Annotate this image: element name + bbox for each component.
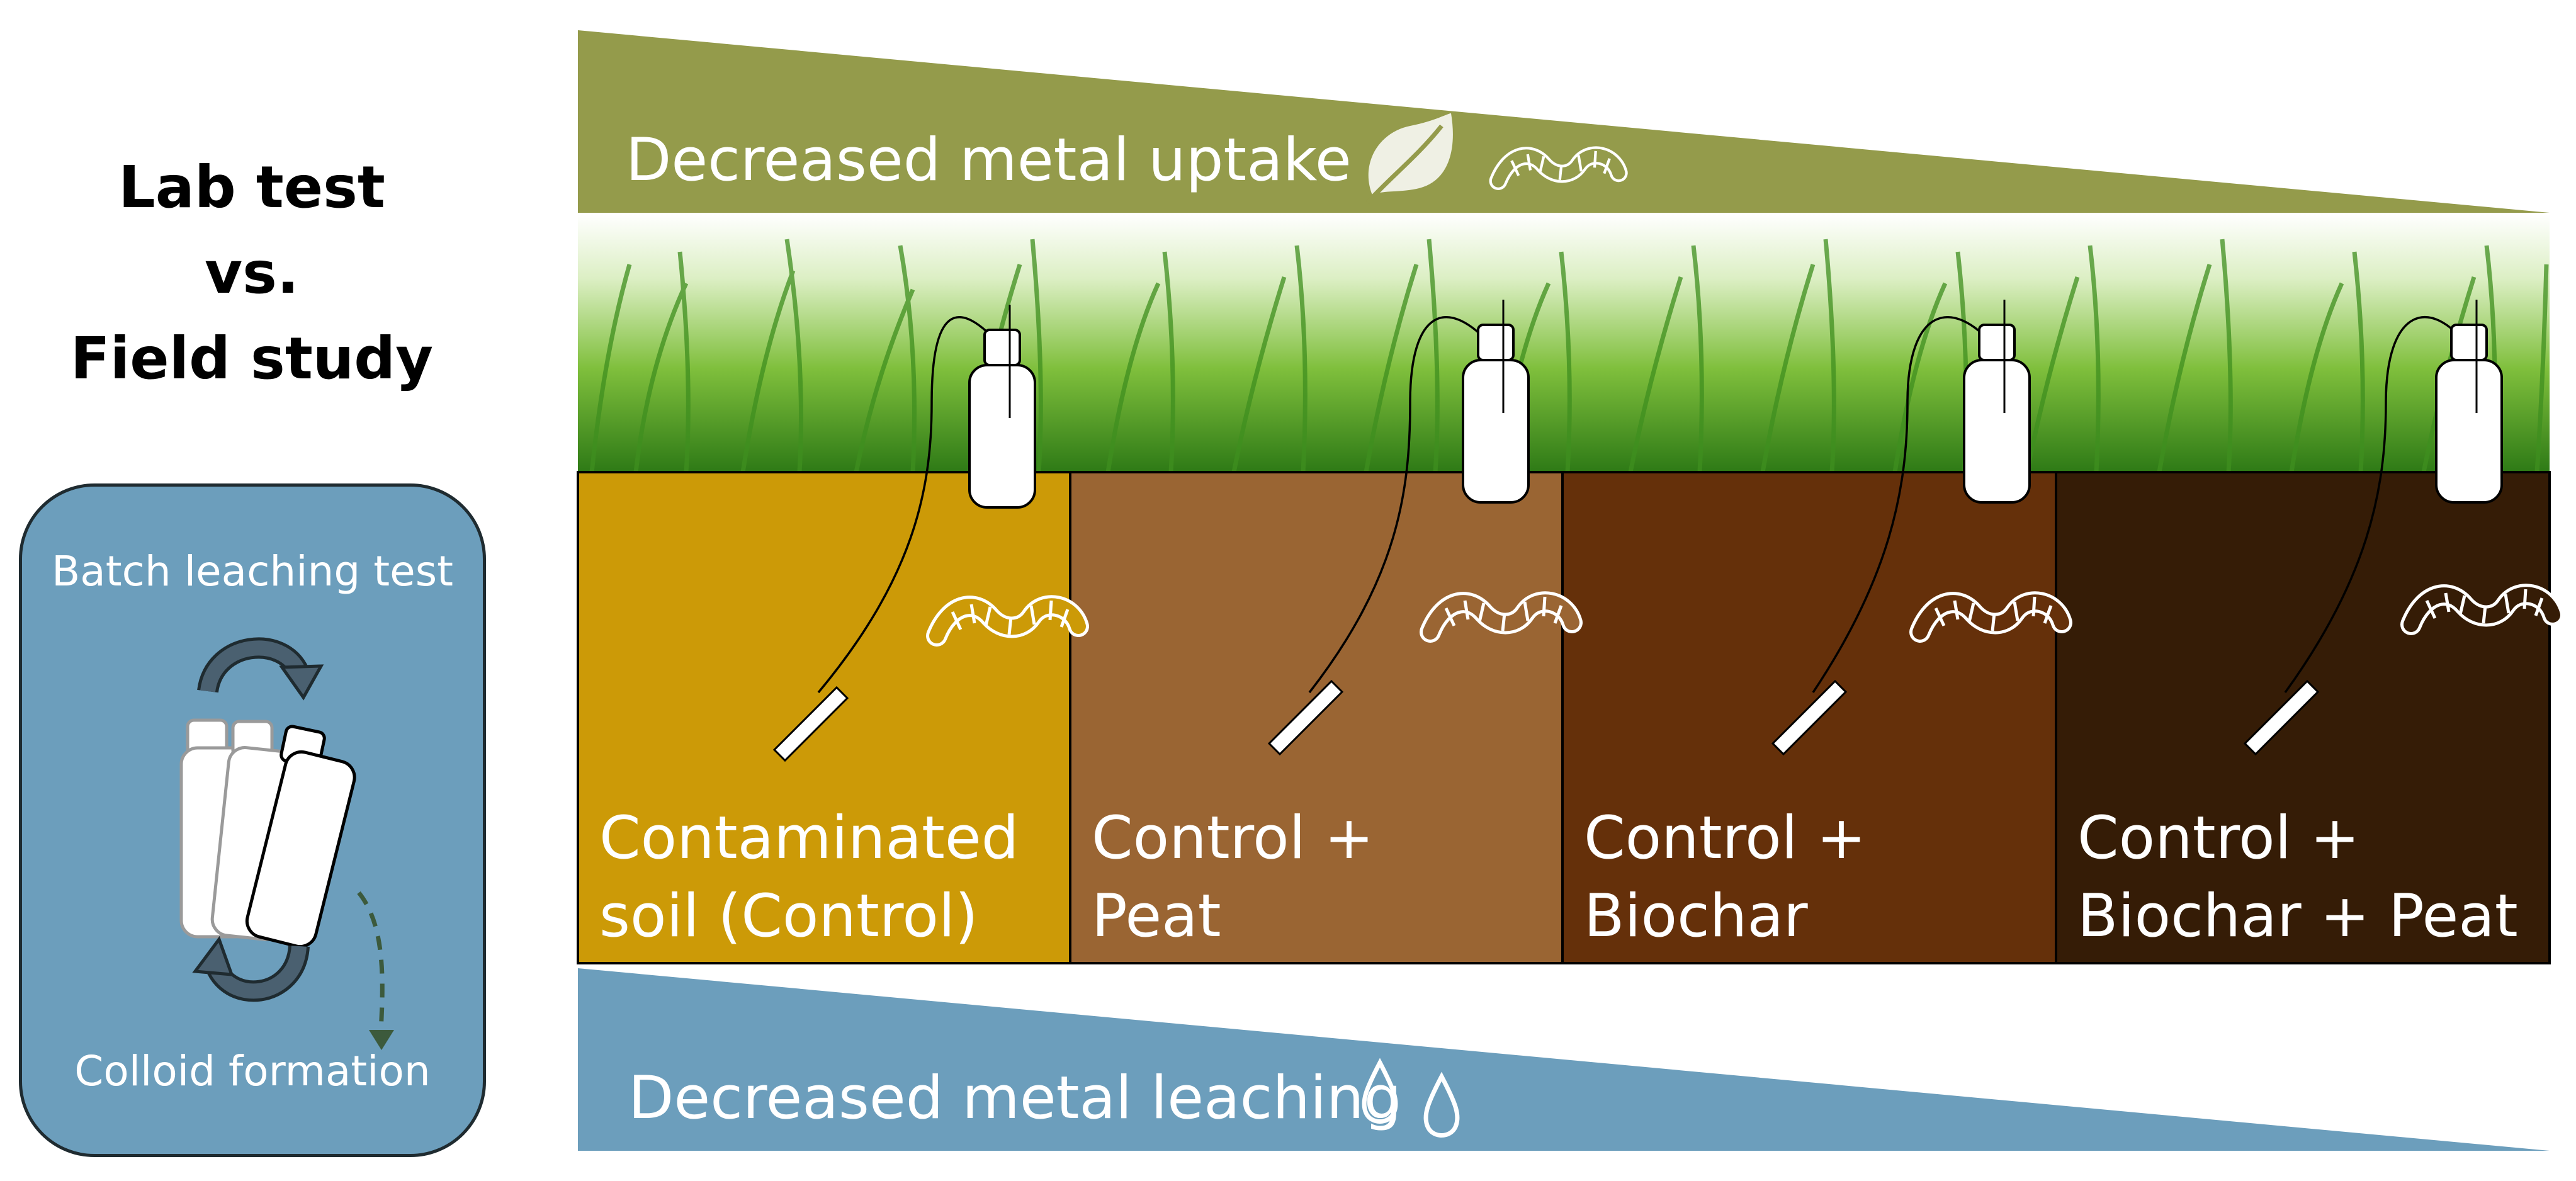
bottom-banner-label: Decreased metal leaching [628,1064,1402,1133]
soil-plot-label-container-4: Control + Biochar + Peat [2056,472,2550,963]
title-line-2: vs. [205,239,299,307]
leaf-icon [1365,113,1453,205]
bottle-icon-front [245,725,356,949]
soil-plot-label-1-line-2: soil (Control) [599,882,978,951]
title-line-3: Field study [70,325,434,392]
grass-strip [578,214,2550,472]
soil-plot-label-4-line-2: Biochar + Peat [2077,882,2518,951]
soil-plot-label-2-line-1: Control + [1092,804,1374,873]
probe-cable-2 [1308,316,1493,694]
grass-blades [589,239,2549,473]
top-banner-label: Decreased metal uptake [626,126,1352,195]
probe-cable-1 [817,316,1002,694]
soil-plot-label-3-line-1: Control + [1584,804,1867,873]
water-drop-icon-2 [1423,1071,1460,1138]
soil-plot-label-1-line-1: Contaminated [599,804,1019,873]
bottom-banner-wedge [578,968,2550,1151]
soil-plot-label-1: Contaminated soil (Control) [599,800,1019,956]
soil-plot-label-3-line-2: Biochar [1584,882,1808,951]
top-banner-wedge [578,30,2550,213]
probe-cable-4 [2284,316,2469,694]
soil-plot-label-container-1: Contaminated soil (Control) [578,472,1070,963]
soil-plot-label-container-3: Control + Biochar [1562,472,2056,963]
lab-panel-graphics [179,637,394,1050]
soil-plot-label-4-line-1: Control + [2077,804,2360,873]
figure-title: Lab test vs. Field study [38,145,466,402]
dashed-arrow [357,891,385,1032]
probe-cable-3 [1812,316,1996,693]
soil-plot-label-3: Control + Biochar [1584,800,1866,956]
soil-plot-label-container-2: Control + Peat [1070,472,1562,963]
soil-plot-label-4: Control + Biochar + Peat [2077,800,2518,956]
soil-plot-4 [2055,471,2551,964]
soil-plot-label-2-line-2: Peat [1092,882,1221,951]
lab-test-panel: Batch leaching test Colloid formation [19,483,486,1157]
title-line-1: Lab test [118,154,385,221]
colloid-formation-label: Colloid formation [74,1047,431,1095]
soil-plot-label-2: Control + Peat [1092,800,1374,956]
water-drop-icon-1 [1362,1058,1398,1124]
batch-leaching-label: Batch leaching test [52,547,453,596]
